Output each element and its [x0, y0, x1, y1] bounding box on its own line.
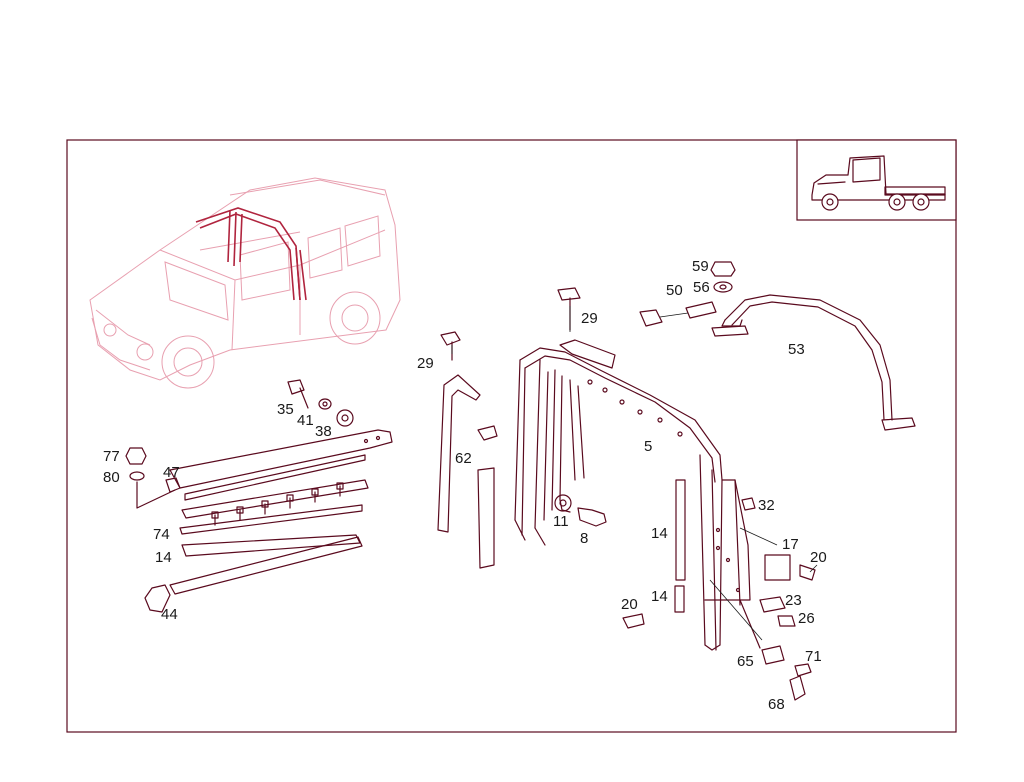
side-rails-part	[169, 429, 393, 595]
callout-44: 44	[161, 606, 178, 623]
callout-65: 65	[737, 653, 754, 670]
callout-71: 71	[805, 648, 822, 665]
callout-35: 35	[277, 401, 294, 418]
callout-59: 59	[692, 258, 709, 275]
callout-56: 56	[693, 279, 710, 296]
callout-23: 23	[785, 592, 802, 609]
callout-32: 32	[758, 497, 775, 514]
callout-26: 26	[798, 610, 815, 627]
callout-41: 41	[297, 412, 314, 429]
ghost-vehicle-outline	[89, 177, 401, 389]
rear-rollbar-part	[711, 294, 916, 431]
callout-53: 53	[788, 341, 805, 358]
callout-62: 62	[455, 450, 472, 467]
callout-74: 74	[153, 526, 170, 543]
callout-20: 20	[810, 549, 827, 566]
leader-lines	[451, 306, 818, 641]
callout-47: 47	[163, 464, 180, 481]
callout-29: 29	[417, 355, 434, 372]
callout-20: 20	[621, 596, 638, 613]
diagram-frame	[66, 139, 957, 733]
ghost-rollbar-highlight	[195, 207, 307, 301]
callout-77: 77	[103, 448, 120, 465]
vehicle-inset	[796, 139, 957, 221]
callout-38: 38	[315, 423, 332, 440]
callout-14: 14	[651, 525, 668, 542]
callout-11: 11	[553, 513, 569, 530]
callout-68: 68	[768, 696, 785, 713]
callout-14: 14	[651, 588, 668, 605]
small-parts	[125, 261, 816, 701]
callout-8: 8	[580, 530, 588, 547]
callout-5: 5	[644, 438, 652, 455]
rollbar-main-part	[514, 339, 751, 651]
callout-labels: 5 8 11 14 14 14 17 20 20 23 26 29 29 32 …	[103, 258, 827, 713]
callout-50: 50	[666, 282, 683, 299]
callout-29: 29	[581, 310, 598, 327]
callout-14: 14	[155, 549, 172, 566]
callout-80: 80	[103, 469, 120, 486]
callout-17: 17	[782, 536, 799, 553]
